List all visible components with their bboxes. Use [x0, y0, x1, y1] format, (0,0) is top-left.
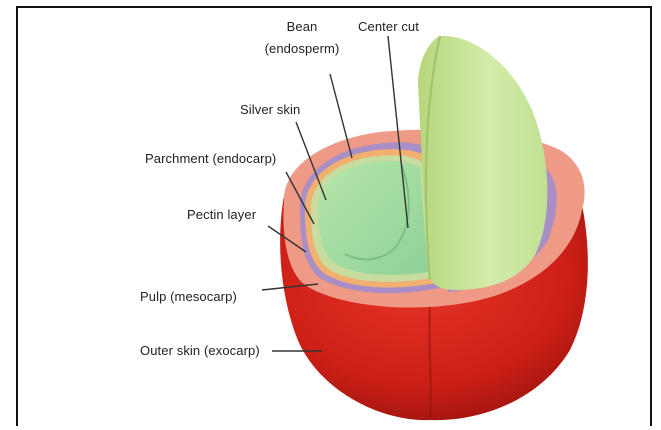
- parchment-label: Parchment (endocarp): [145, 150, 276, 167]
- outer-skin-crease: [429, 300, 430, 418]
- center-cut-bean-shape: [418, 36, 547, 290]
- bean-label-line1: Bean: [262, 18, 342, 35]
- outer-skin-label: Outer skin (exocarp): [140, 342, 260, 359]
- bean-label: Bean (endosperm): [262, 18, 342, 57]
- silver-skin-label: Silver skin: [240, 101, 300, 118]
- pulp-label: Pulp (mesocarp): [140, 288, 237, 305]
- bean-shape: [318, 161, 428, 275]
- pectin-layer-label: Pectin layer: [187, 206, 256, 223]
- center-cut-label: Center cut: [358, 18, 419, 35]
- bean-label-line2: (endosperm): [262, 40, 342, 57]
